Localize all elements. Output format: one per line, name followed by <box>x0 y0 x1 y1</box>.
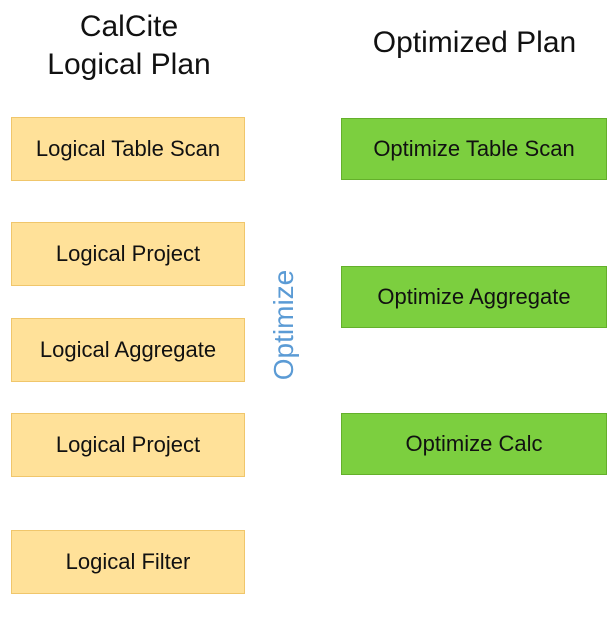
optimized-plan-heading: Optimized Plan <box>372 26 577 59</box>
optimize-transform-label: Optimize <box>268 269 299 381</box>
logical-project-node: Logical Project <box>11 222 245 286</box>
logical-plan-heading: CalCite Logical Plan <box>47 10 211 81</box>
optimize-calc-node: Optimize Calc <box>341 413 607 475</box>
logical-project-node-2: Logical Project <box>11 413 245 477</box>
optimize-aggregate-node: Optimize Aggregate <box>341 266 607 328</box>
optimize-table-scan-node: Optimize Table Scan <box>341 118 607 180</box>
logical-filter-node: Logical Filter <box>11 530 245 594</box>
logical-table-scan-node: Logical Table Scan <box>11 117 245 181</box>
logical-aggregate-node: Logical Aggregate <box>11 318 245 382</box>
